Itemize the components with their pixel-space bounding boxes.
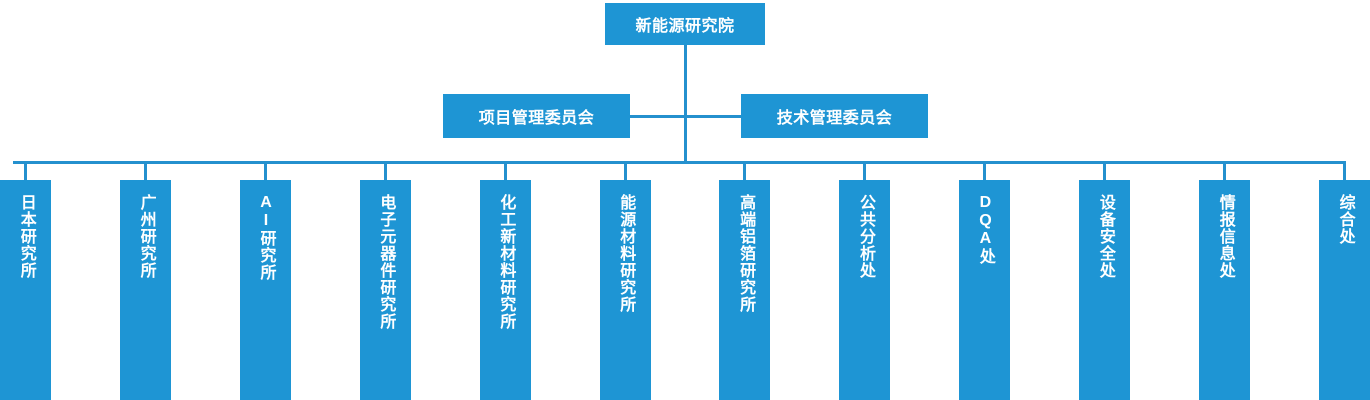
node-department[interactable]: 化工新材料研究所 [479, 180, 531, 400]
connector-department-bus [13, 161, 1345, 164]
node-department-label: 情报信息处 [1216, 194, 1234, 279]
node-department-label: 日本研究所 [17, 194, 35, 279]
connector-department-stem [863, 161, 867, 181]
connector-department-stem [143, 161, 147, 181]
connector-department-stem [263, 161, 267, 181]
node-department[interactable]: 日本研究所 [0, 180, 51, 400]
connector-root-trunk [684, 45, 687, 163]
node-committee-project-label: 项目管理委员会 [478, 110, 595, 127]
node-department-label: 电子元器件研究所 [377, 194, 395, 330]
connector-department-stem [743, 161, 747, 181]
connector-department-stem [24, 161, 27, 181]
node-department[interactable]: 广州研究所 [119, 180, 171, 400]
node-department[interactable]: 综合处 [1318, 180, 1370, 400]
node-department[interactable]: 情报信息处 [1199, 180, 1250, 400]
connector-department-stem [1103, 161, 1107, 181]
connector-department-stem [1342, 161, 1346, 181]
node-root[interactable]: 新能源研究院 [605, 3, 765, 45]
node-department[interactable]: 高端铝箔研究所 [719, 180, 771, 400]
connector-committee-link [630, 115, 741, 118]
node-department-label: DQA处 [976, 194, 994, 265]
node-committee-technology[interactable]: 技术管理委员会 [741, 94, 928, 138]
node-department-label: 能源材料研究所 [617, 194, 635, 313]
node-department-label: 综合处 [1336, 194, 1354, 245]
node-department[interactable]: 能源材料研究所 [599, 180, 651, 400]
node-department[interactable]: 设备安全处 [1079, 180, 1131, 400]
node-department-label: 公共分析处 [857, 194, 875, 279]
node-department-label: 设备安全处 [1096, 194, 1114, 279]
connector-department-stem [503, 161, 507, 181]
node-department-label: 广州研究所 [137, 194, 155, 279]
node-committee-technology-label: 技术管理委员会 [776, 110, 893, 127]
node-department[interactable]: DQA处 [959, 180, 1011, 400]
connector-department-stem [1223, 161, 1226, 181]
node-department[interactable]: AI研究所 [239, 180, 291, 400]
node-department-label: AI研究所 [257, 194, 275, 281]
connector-department-stem [623, 161, 627, 181]
node-root-label: 新能源研究院 [635, 18, 735, 35]
node-committee-project[interactable]: 项目管理委员会 [443, 94, 630, 138]
node-department-label: 高端铝箔研究所 [737, 194, 755, 313]
connector-department-stem [983, 161, 987, 181]
connector-department-stem [383, 161, 387, 181]
node-department-label: 化工新材料研究所 [497, 194, 515, 330]
node-department[interactable]: 电子元器件研究所 [359, 180, 411, 400]
node-department[interactable]: 公共分析处 [839, 180, 891, 400]
